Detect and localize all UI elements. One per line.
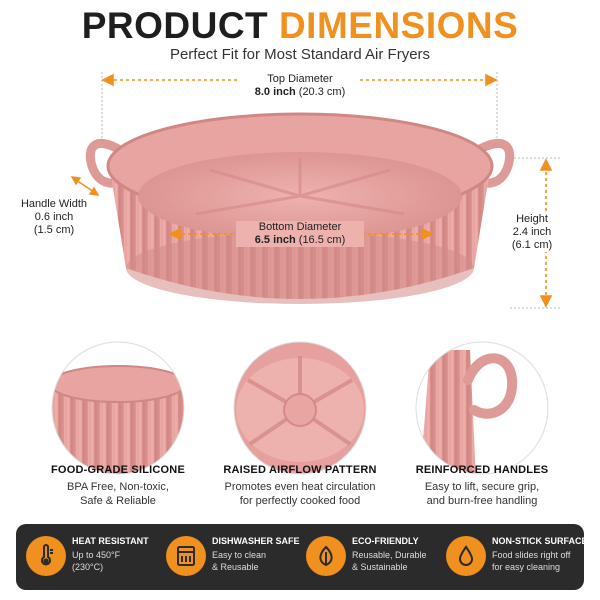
badge-nonstick-desc: Food slides right off for easy cleaning <box>492 549 570 573</box>
feature-desc-silicone: BPA Free, Non-toxic, Safe & Reliable <box>23 480 213 508</box>
handle-width-value: 0.6 inch <box>34 211 74 223</box>
feature-desc-silicone-line2: Safe & Reliable <box>80 495 156 507</box>
handle-width-label: Handle Width 0.6 inch (1.5 cm) <box>14 198 94 237</box>
bottom-diameter-title: Bottom Diameter <box>258 221 342 233</box>
top-diameter-arrow <box>101 73 498 87</box>
top-diameter-value: 8.0 inch <box>254 86 296 98</box>
feature-desc-airflow: Promotes even heat circulation for perfe… <box>205 480 395 508</box>
feature-desc-handles: Easy to lift, secure grip, and burn-free… <box>387 480 577 508</box>
height-metric: (6.1 cm) <box>511 239 553 251</box>
bottom-diameter-arrow <box>168 227 434 241</box>
feature-title-handles: REINFORCED HANDLES <box>415 464 549 476</box>
badge-dishwasher-title: DISHWASHER SAFE <box>212 536 300 546</box>
top-diameter-title: Top Diameter <box>267 73 333 85</box>
top-diameter-label: Top Diameter 8.0 inch (20.3 cm) <box>240 73 360 99</box>
badge-dishwasher-desc: Easy to clean & Reusable <box>212 549 266 573</box>
badge-nonstick-title: NON-STICK SURFACE <box>492 536 588 546</box>
liner-body <box>85 112 515 304</box>
thermometer-icon <box>26 536 66 576</box>
badge-eco-title: ECO-FRIENDLY <box>352 536 419 546</box>
leaf-icon <box>306 536 346 576</box>
bottom-diameter-value: 6.5 inch <box>254 234 296 246</box>
badge-eco-line2: & Sustainable <box>352 562 408 572</box>
title-part-dimensions: DIMENSIONS <box>278 5 519 46</box>
feature-image-handle <box>416 342 548 474</box>
feature-title-silicone: FOOD-GRADE SILICONE <box>51 464 185 476</box>
page-title: PRODUCT DIMENSIONS <box>0 4 600 48</box>
handle-width-arrow <box>70 176 100 196</box>
feature-desc-handles-line1: Easy to lift, secure grip, <box>424 481 540 493</box>
badge-heat-line2: (230°C) <box>72 562 104 572</box>
bottom-diameter-metric: (16.5 cm) <box>298 234 346 246</box>
dishwasher-icon <box>166 536 206 576</box>
badge-dishwasher-line1: Easy to clean <box>212 550 267 560</box>
badge-nonstick-line1: Food slides right off <box>492 550 571 560</box>
handle-width-title: Handle Width <box>20 198 88 210</box>
feature-desc-silicone-line1: BPA Free, Non-toxic, <box>67 481 169 493</box>
feature-badge-bar: HEAT RESISTANT Up to 450°F (230°C) DISHW… <box>16 524 588 590</box>
badge-heat-title: HEAT RESISTANT <box>72 536 149 546</box>
badge-dishwasher-safe: DISHWASHER SAFE Easy to clean & Reusable <box>166 534 306 580</box>
badge-eco-line1: Reusable, Durable <box>352 550 427 560</box>
feature-desc-airflow-line1: Promotes even heat circulation <box>224 481 376 493</box>
feature-desc-handles-line2: and burn-free handling <box>426 495 538 507</box>
page-subtitle: Perfect Fit for Most Standard Air Fryers <box>169 46 431 63</box>
bottom-diameter-label: Bottom Diameter 6.5 inch (16.5 cm) <box>236 221 364 247</box>
height-label: Height 2.4 inch (6.1 cm) <box>502 213 562 252</box>
badge-nonstick-line2: for easy cleaning <box>492 562 561 572</box>
badge-eco-desc: Reusable, Durable & Sustainable <box>352 549 427 573</box>
guide-lines <box>101 72 560 309</box>
badge-heat-resistant: HEAT RESISTANT Up to 450°F (230°C) <box>26 534 166 580</box>
badge-dishwasher-line2: & Reusable <box>212 562 259 572</box>
feature-desc-airflow-line2: for perfectly cooked food <box>239 495 361 507</box>
title-part-product: PRODUCT <box>81 5 269 46</box>
badge-eco-friendly: ECO-FRIENDLY Reusable, Durable & Sustain… <box>306 534 446 580</box>
height-title: Height <box>516 213 548 225</box>
badge-non-stick: NON-STICK SURFACE Food slides right off … <box>446 534 588 580</box>
height-value: 2.4 inch <box>512 226 552 238</box>
badge-heat-line1: Up to 450°F <box>72 550 121 560</box>
feature-image-airflow <box>234 342 366 474</box>
feature-image-silicone <box>52 342 184 474</box>
drop-icon <box>446 536 486 576</box>
handle-width-metric: (1.5 cm) <box>33 224 75 236</box>
top-diameter-metric: (20.3 cm) <box>298 86 346 98</box>
badge-heat-desc: Up to 450°F (230°C) <box>72 549 120 573</box>
feature-title-airflow: RAISED AIRFLOW PATTERN <box>223 464 377 476</box>
